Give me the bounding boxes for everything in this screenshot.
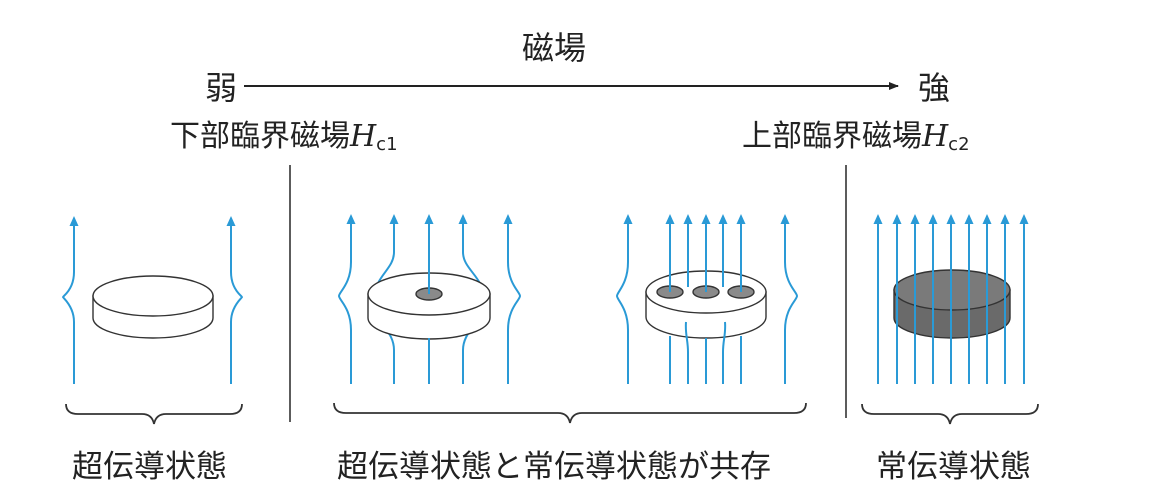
field-line: [337, 214, 356, 384]
upper-critical-subscript: c2: [948, 134, 970, 155]
field-line: [615, 214, 633, 384]
mixed-state-brace: [333, 402, 807, 424]
mixed-state-single-vortex: [337, 214, 522, 384]
field-line: [226, 216, 244, 384]
weak-label: 弱: [205, 69, 238, 107]
normal-state-panel: [873, 214, 1029, 384]
superconducting-panel: [61, 216, 244, 384]
normal-state-label: 常伝導状態: [876, 449, 1031, 485]
field-line: [684, 321, 689, 384]
lower-critical-subscript: c1: [376, 134, 398, 155]
field-line: [780, 214, 799, 384]
upper-critical-field-label: 上部臨界磁場Hc2: [742, 122, 970, 154]
strong-label: 強: [918, 69, 951, 107]
upper-critical-prefix: 上部臨界磁場: [742, 119, 922, 154]
lower-critical-prefix: 下部臨界磁場: [170, 119, 350, 154]
normal-state-brace: [861, 403, 1039, 425]
mixed-state-label: 超伝導状態と常伝導状態が共存: [337, 449, 771, 485]
field-line: [722, 321, 727, 384]
superconductor-disk: [92, 275, 214, 339]
superconducting-brace: [65, 403, 243, 425]
field-line: [61, 216, 79, 384]
upper-critical-symbol: H: [922, 119, 949, 154]
mixed-state-multiple-vortices: [615, 214, 799, 384]
superconducting-state-label: 超伝導状態: [72, 449, 227, 485]
field-line: [503, 214, 522, 384]
lower-critical-symbol: H: [350, 119, 377, 154]
lower-critical-field-label: 下部臨界磁場Hc1: [170, 122, 398, 154]
field-label: 磁場: [522, 29, 587, 67]
